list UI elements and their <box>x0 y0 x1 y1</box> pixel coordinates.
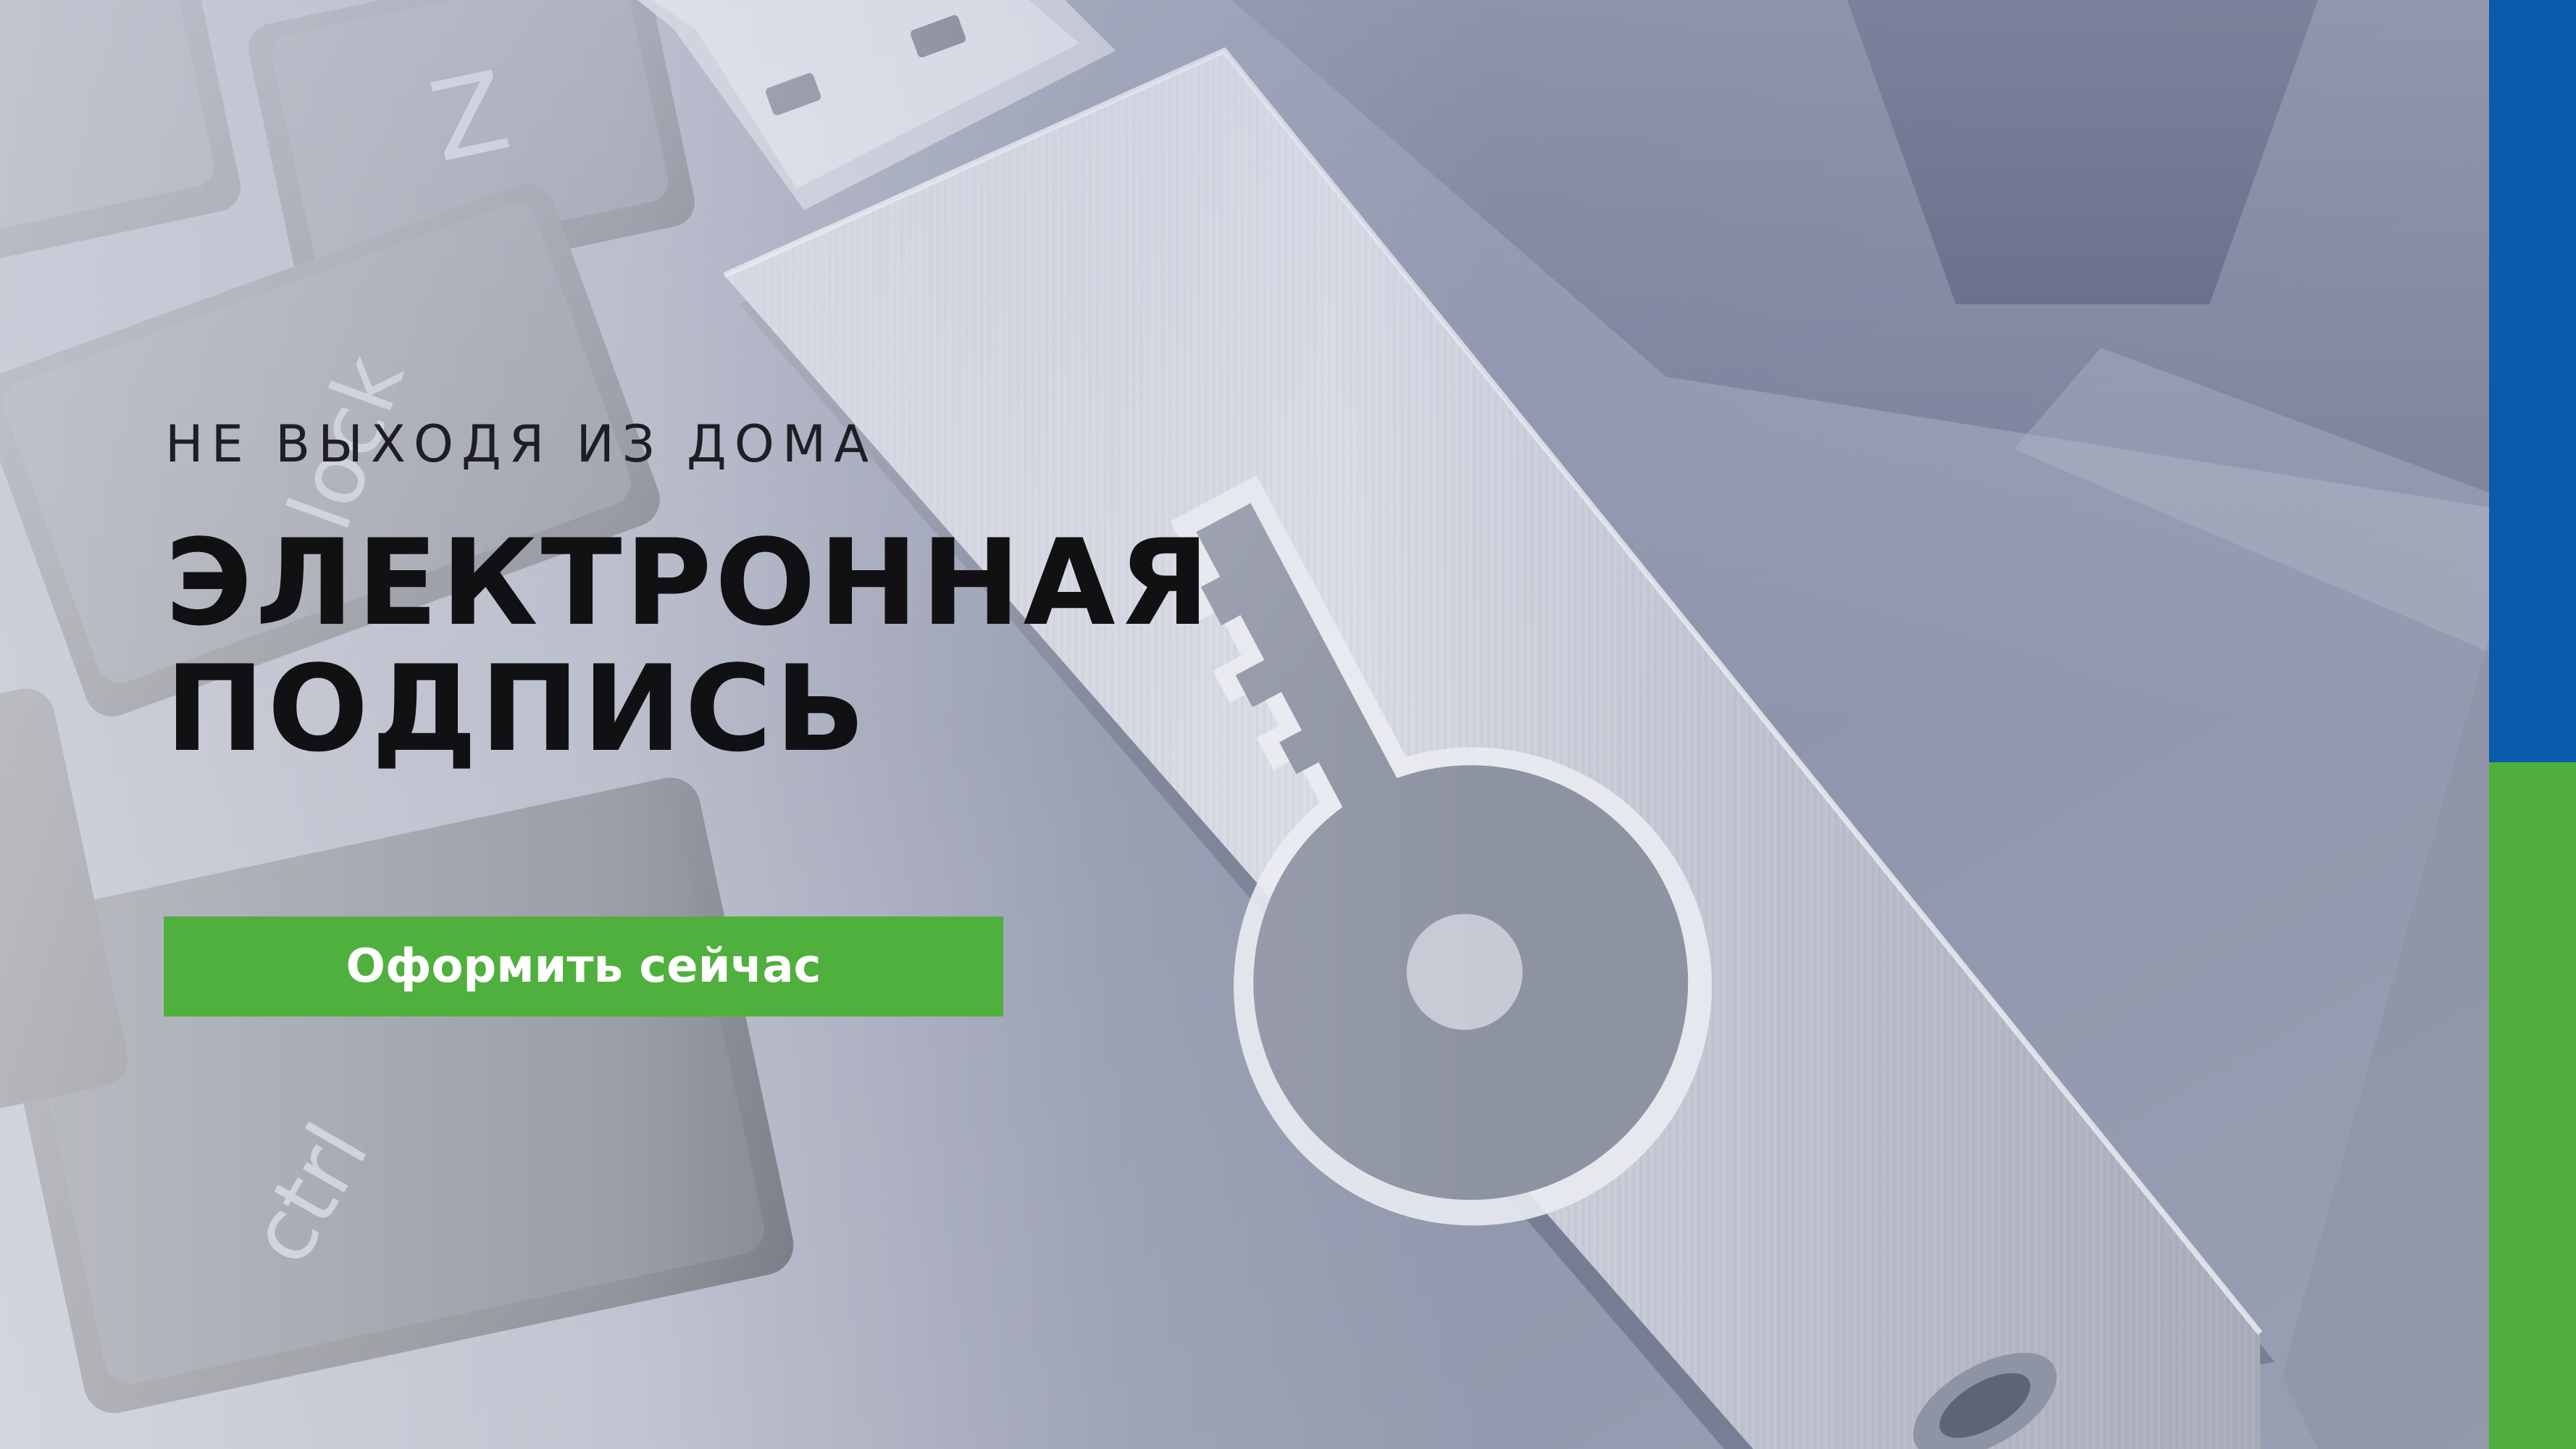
accent-stripe-green <box>2489 762 2576 1449</box>
banner-title-line-2: ПОДПИСЬ <box>165 640 869 778</box>
apply-now-button[interactable]: Оформить сейчас <box>164 916 1003 1016</box>
banner-subtitle: НЕ ВЫХОДЯ ИЗ ДОМА <box>165 414 877 474</box>
banner-title-line-1: ЭЛЕКТРОННАЯ <box>165 514 1213 652</box>
banner-title: ЭЛЕКТРОННАЯ ПОДПИСЬ <box>165 520 1213 772</box>
accent-stripe-blue <box>2489 0 2576 762</box>
